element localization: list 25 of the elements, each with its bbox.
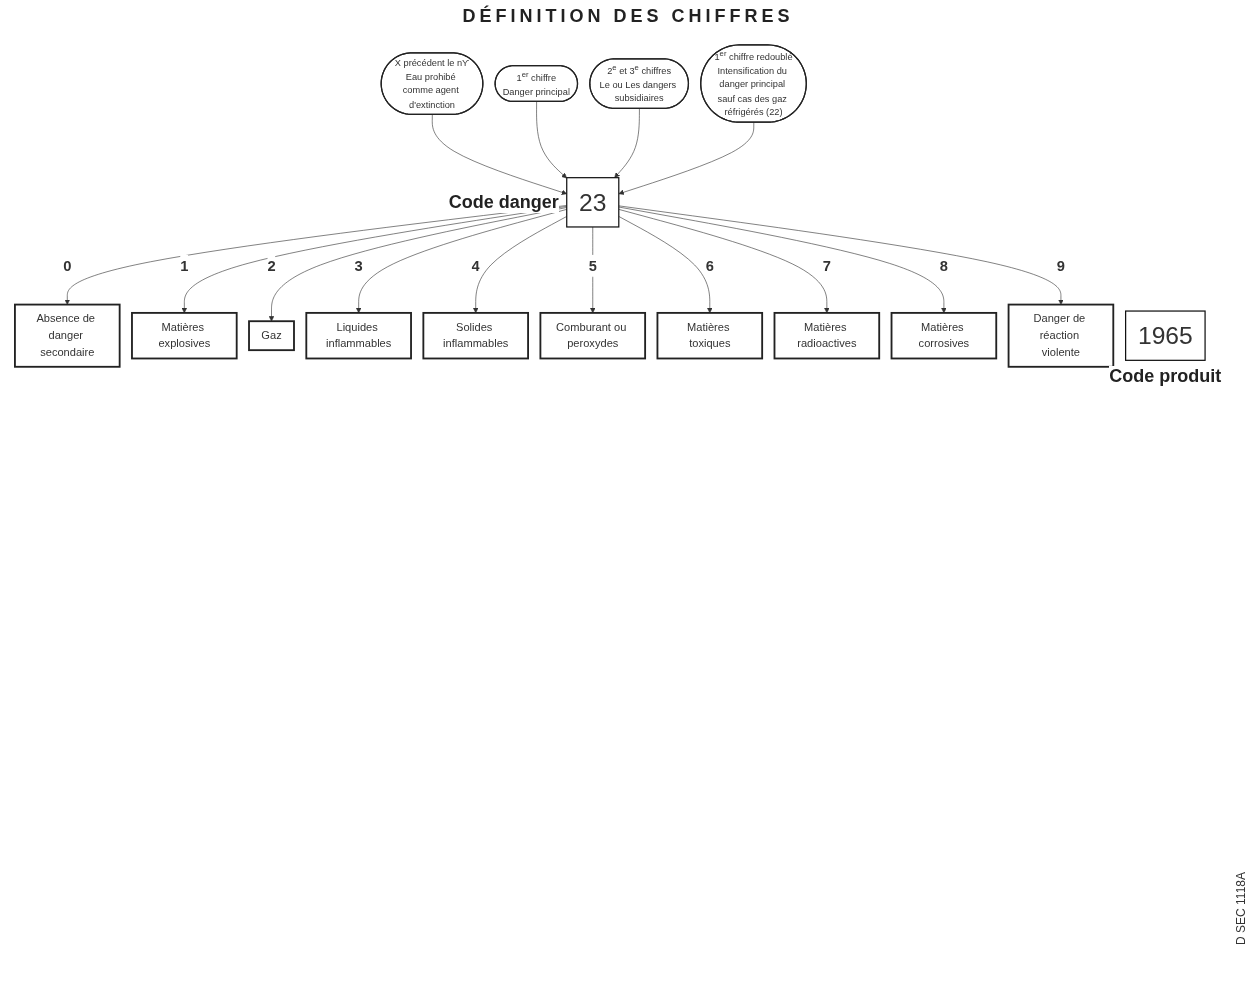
node-box: Matières explosives [131,311,238,360]
node-box: Solides inflammables [422,311,529,360]
edge-label: 2 [267,257,276,274]
edge-label: 9 [1056,257,1066,274]
edge-label: 8 [939,257,949,274]
node-box: Liquides inflammables [305,311,412,360]
node-box: Matières corrosives [890,311,998,360]
edge-label: 5 [588,257,597,274]
heading-text: DÉFINITION DES CHIFFRES [461,6,795,27]
node-box: Comburant ou peroxydes [539,311,647,360]
node-box: Danger de réaction violente [1007,303,1115,368]
edge-label: 1 [180,257,189,274]
node-box: Gaz [248,320,295,352]
edge-label: 3 [354,257,363,274]
edge-label: 6 [705,257,714,274]
node-box: Absence de danger secondaire [14,303,121,368]
edge-label: 0 [63,257,72,274]
reference-code: D SEC 1118A [1234,872,1248,945]
edge-label: 7 [822,257,831,274]
edge-label: 4 [471,257,480,274]
node-box: 1965 [1125,310,1206,361]
caption-text: Code produit [1109,366,1222,388]
node-box: Matières toxiques [656,311,764,360]
node-box: 23 [566,177,620,228]
node-box: Matières radioactives [773,311,881,360]
